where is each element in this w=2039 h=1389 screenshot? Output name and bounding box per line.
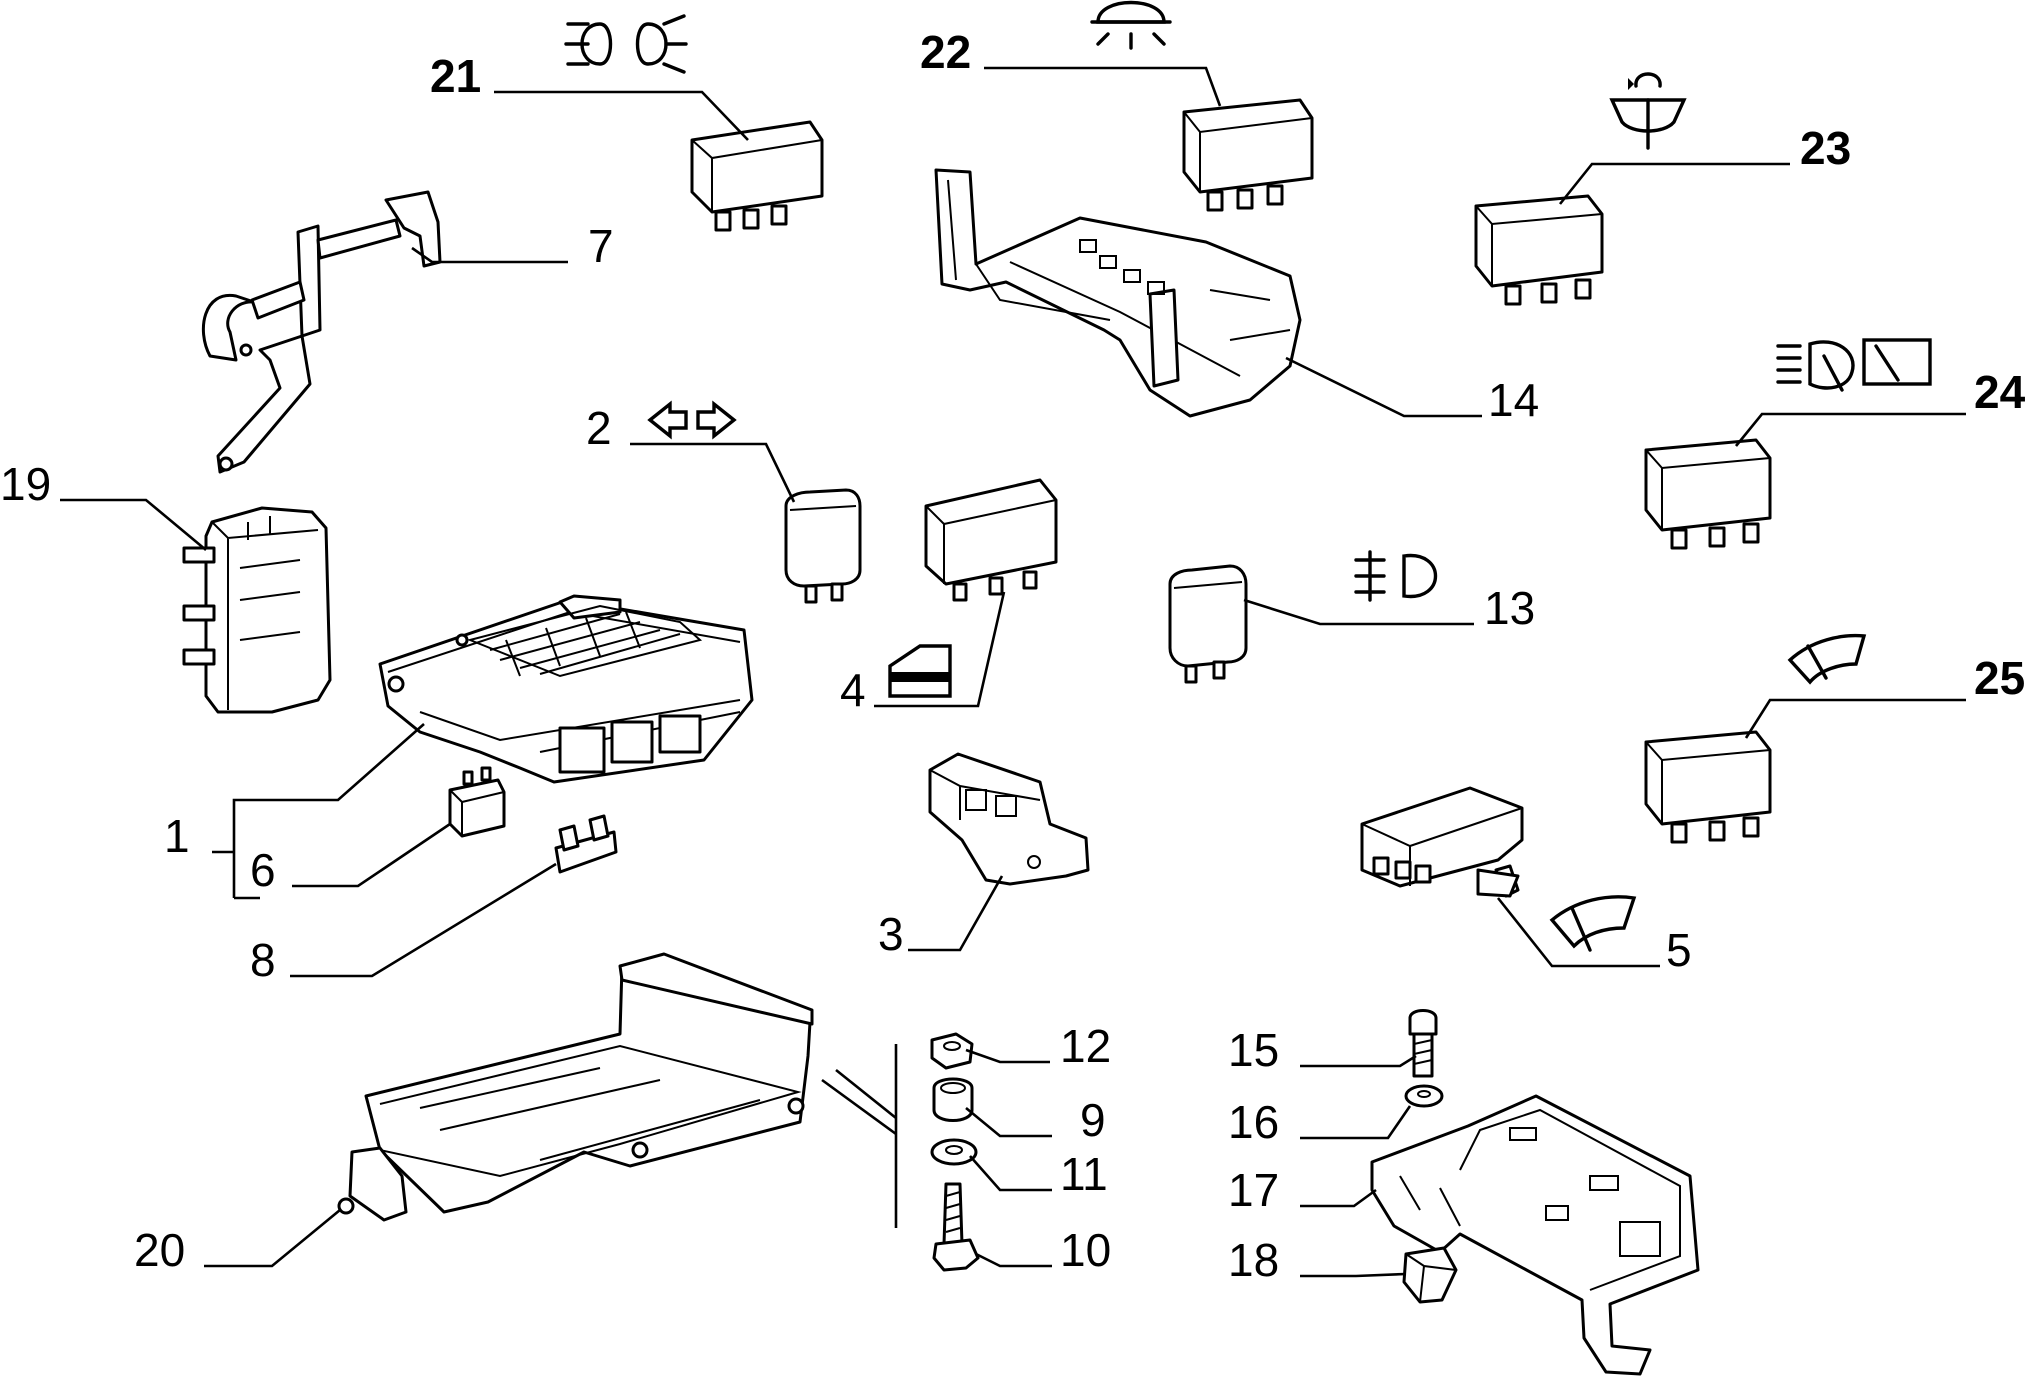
interior-light-icon: [1090, 0, 1172, 50]
nut-12: [930, 1032, 974, 1070]
relay-21: [690, 120, 824, 232]
callout-5: 5: [1666, 924, 1692, 976]
callout-2: 2: [586, 402, 612, 454]
relay-25: [1644, 730, 1772, 844]
callout-22: 22: [920, 26, 971, 78]
spacer-9: [932, 1077, 974, 1122]
wiper-control-unit-5: [1360, 786, 1524, 898]
callout-23: 23: [1800, 122, 1851, 174]
leader-lines: [60, 66, 1966, 1278]
cover-19: [182, 506, 332, 714]
headlamp-washer-wiper-icon: [1776, 338, 1932, 392]
headlight-icon: [564, 14, 688, 74]
callout-17: 17: [1228, 1164, 1279, 1216]
relay-23: [1474, 194, 1604, 306]
callout-19: 19: [0, 458, 51, 510]
rubber-foot-18: [1402, 1246, 1458, 1304]
relay-24: [1644, 438, 1772, 550]
micro-relay-6: [448, 766, 506, 838]
callout-labels: 21 22 23 24 25 7 19 2 4 13 14 1 6 8 3 5 …: [0, 26, 2026, 1286]
door-lock-relay-4: [924, 478, 1058, 602]
bracket-3: [928, 752, 1090, 886]
callout-3: 3: [878, 908, 904, 960]
callout-20: 20: [134, 1224, 185, 1276]
callout-16: 16: [1228, 1096, 1279, 1148]
bolt-15: [1408, 1009, 1438, 1078]
relay-bracket-14: [934, 168, 1302, 418]
bolt-10: [932, 1182, 980, 1272]
callout-15: 15: [1228, 1024, 1279, 1076]
fog-light-relay-13: [1168, 564, 1248, 684]
callout-24: 24: [1974, 366, 2026, 418]
turn-signal-arrows-icon: [647, 400, 737, 440]
door-lock-icon: [888, 644, 952, 698]
fuse-box-base-20: [337, 952, 814, 1222]
mounting-bracket-17: [1370, 1094, 1700, 1376]
fuse-box-1: [378, 594, 754, 784]
rear-washer-icon: [1609, 72, 1687, 150]
callout-21: 21: [430, 50, 481, 102]
callout-8: 8: [250, 934, 276, 986]
wiper-icon: [1549, 895, 1637, 952]
fuse-8: [554, 814, 618, 874]
fog-light-icon: [1354, 550, 1438, 602]
callout-10: 10: [1060, 1224, 1111, 1276]
callout-11: 11: [1060, 1148, 1108, 1200]
callout-7: 7: [588, 220, 614, 272]
washer-16: [1404, 1084, 1444, 1108]
callout-12: 12: [1060, 1020, 1111, 1072]
callout-18: 18: [1228, 1234, 1279, 1286]
washer-11: [930, 1138, 978, 1166]
bracket-7: [201, 190, 442, 474]
callout-13: 13: [1484, 582, 1535, 634]
wiper-icon: [1787, 633, 1867, 685]
callout-14: 14: [1488, 374, 1539, 426]
callout-1: 1: [164, 810, 190, 862]
flasher-relay-2: [784, 488, 862, 604]
callout-25: 25: [1974, 652, 2025, 704]
callout-4: 4: [840, 664, 866, 716]
callout-6: 6: [250, 844, 276, 896]
callout-9: 9: [1080, 1094, 1106, 1146]
relay-22: [1182, 98, 1314, 212]
